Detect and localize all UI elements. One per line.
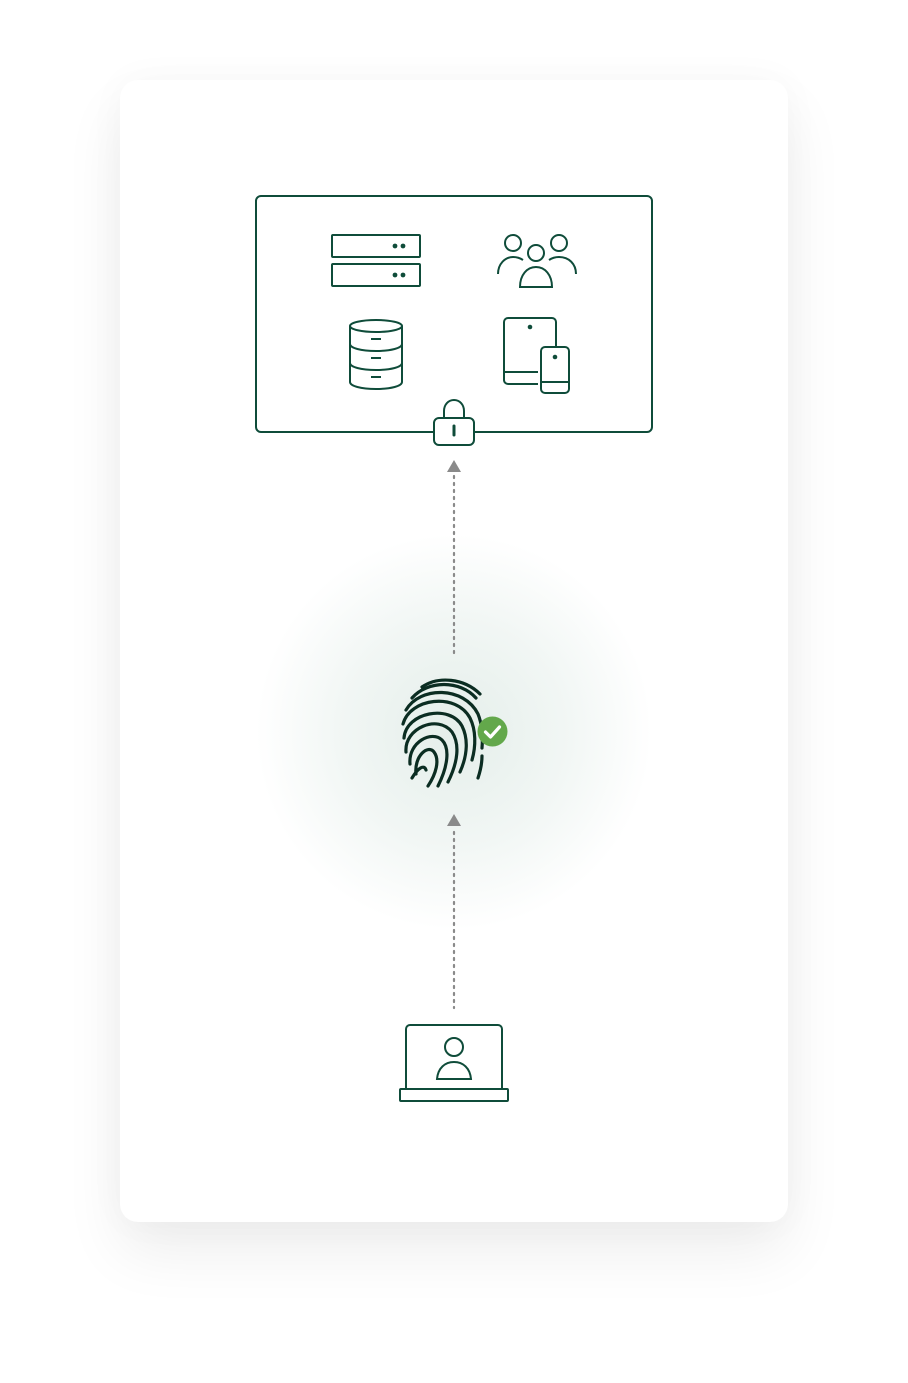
- protected-resources-box: [255, 195, 653, 433]
- server-rack-icon: [330, 233, 422, 289]
- connector-arrow-up-top: [446, 460, 462, 656]
- laptop-user-icon: [398, 1023, 510, 1105]
- checkmark-badge-icon: [477, 716, 508, 747]
- connector-arrow-up-bottom: [446, 814, 462, 1010]
- database-icon: [347, 318, 405, 392]
- padlock-icon: [431, 398, 477, 448]
- fingerprint-glow: [254, 532, 654, 932]
- user-group-icon: [495, 232, 579, 290]
- tablet-phone-icon: [502, 316, 572, 396]
